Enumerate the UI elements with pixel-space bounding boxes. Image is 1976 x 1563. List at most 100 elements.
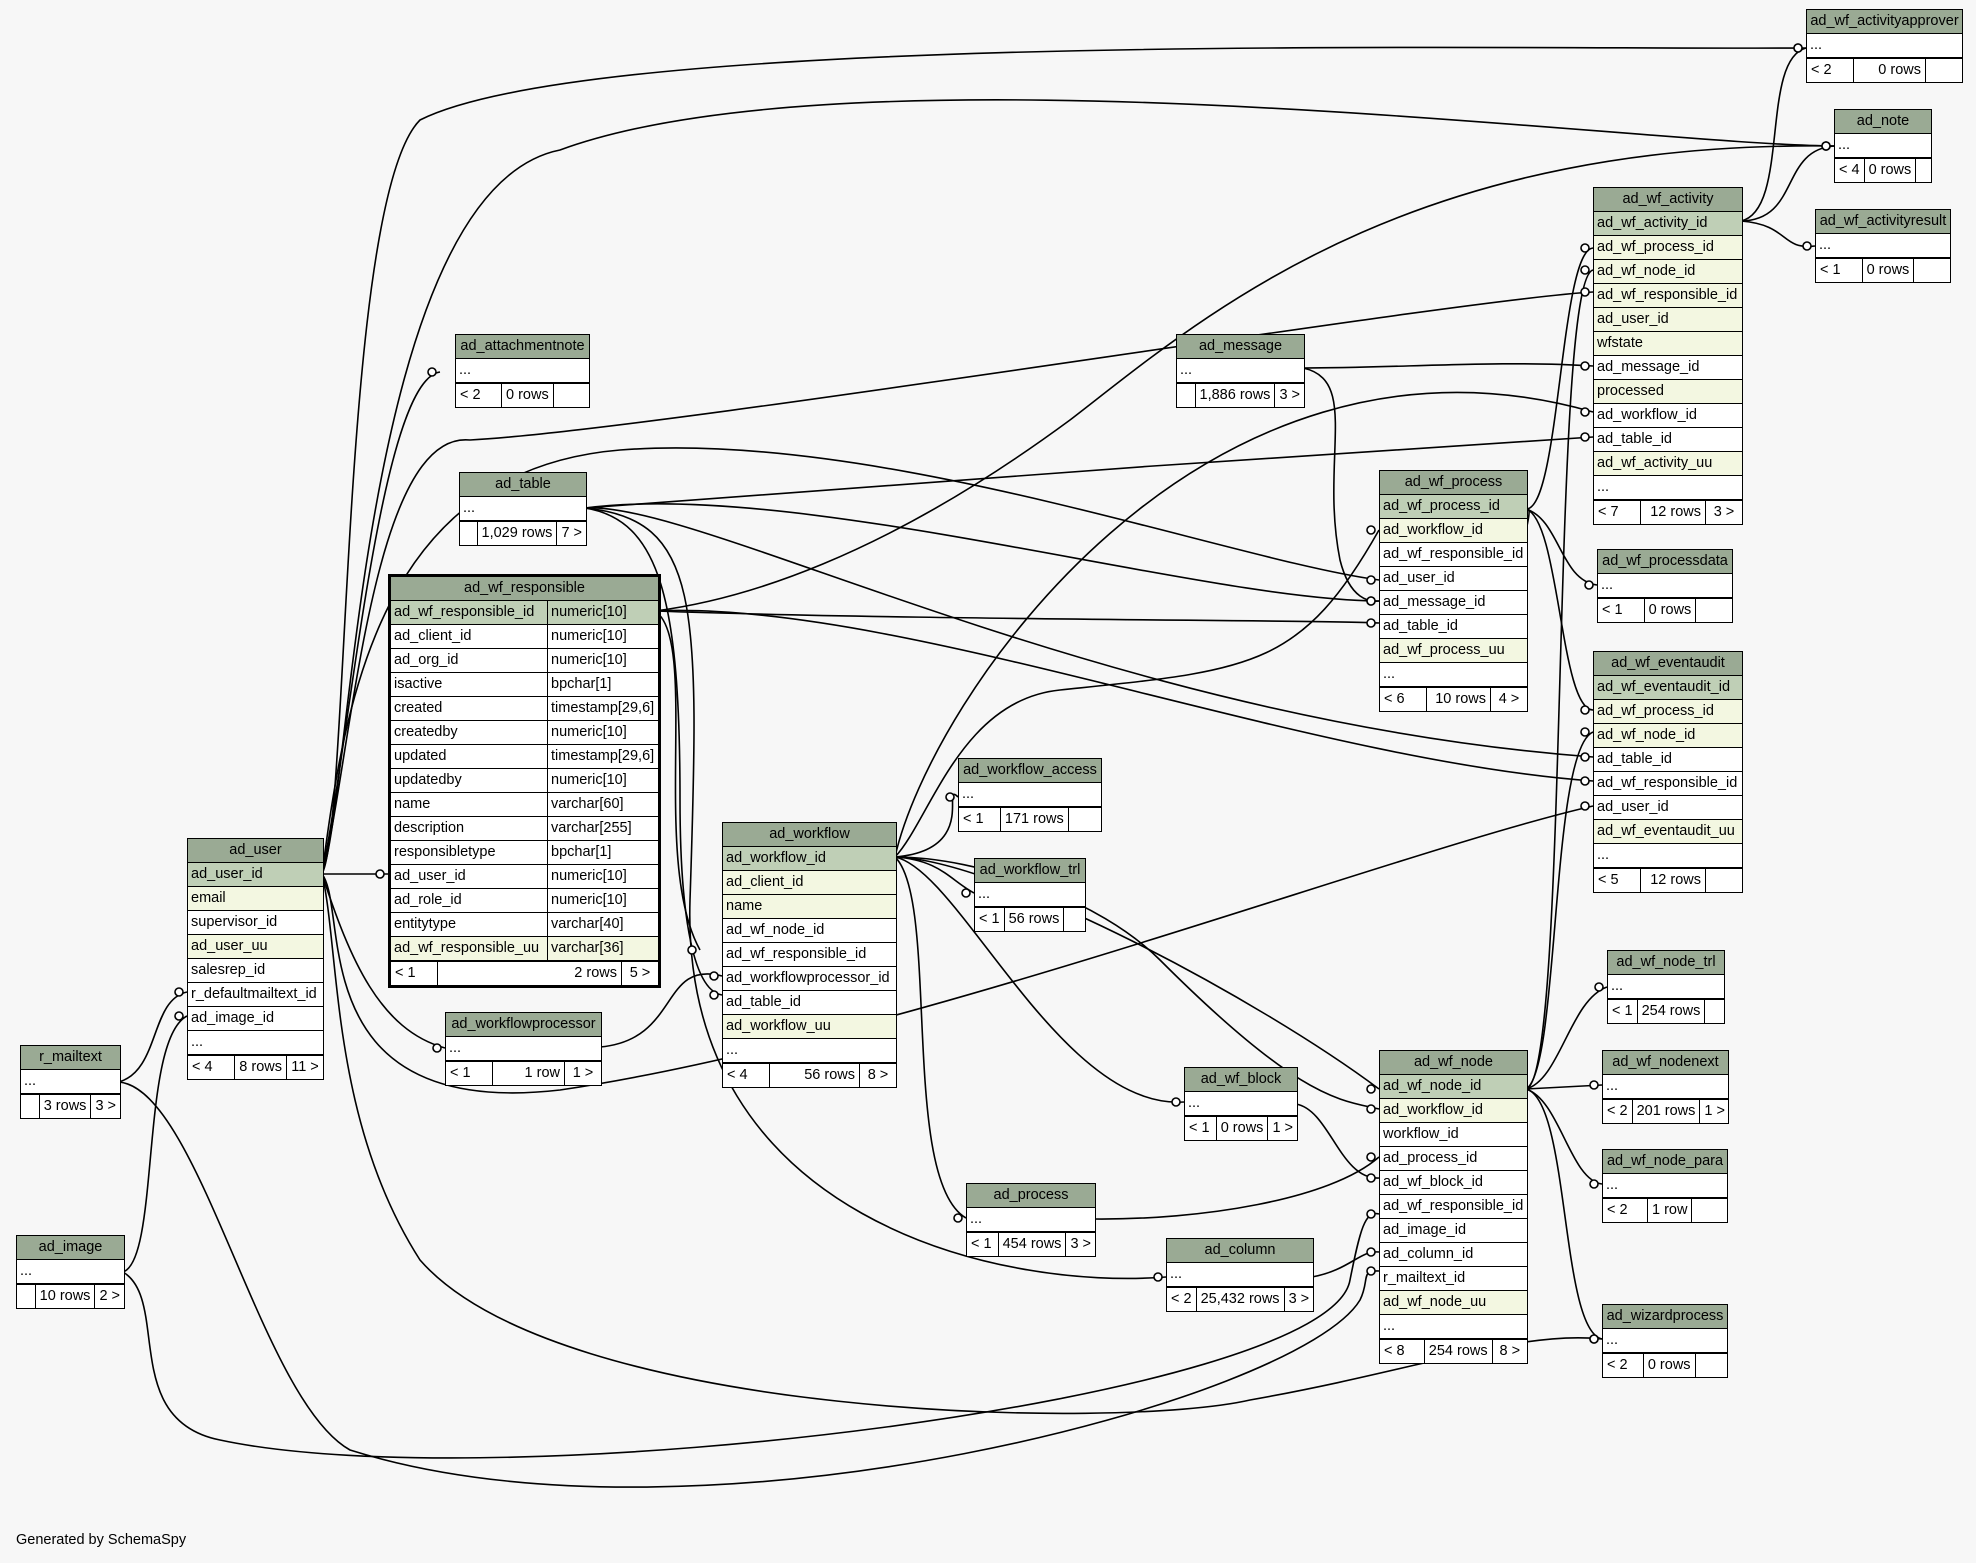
table-title[interactable]: ad_workflowprocessor xyxy=(446,1013,601,1037)
table-title[interactable]: ad_wf_processdata xyxy=(1598,550,1732,574)
children-count[interactable] xyxy=(1067,808,1101,831)
column-row[interactable]: ... xyxy=(1594,476,1742,500)
column-row[interactable]: ad_wf_process_uu xyxy=(1380,639,1527,663)
column-row[interactable]: ad_user_id xyxy=(1594,796,1742,820)
table-title[interactable]: ad_wf_node xyxy=(1380,1051,1527,1075)
parents-count[interactable]: < 1 xyxy=(395,965,416,981)
parents-count[interactable]: < 1 xyxy=(1189,1120,1210,1136)
column-row[interactable]: ad_user_id xyxy=(1594,308,1742,332)
parents-count[interactable]: < 4 xyxy=(727,1067,748,1083)
parents-count[interactable]: < 1 xyxy=(450,1065,471,1081)
column-row[interactable]: ad_user_id xyxy=(188,863,323,887)
column-row[interactable]: workflow_id xyxy=(1380,1123,1527,1147)
column-row[interactable]: ad_wf_node_id xyxy=(1594,724,1742,748)
column-row[interactable]: ... xyxy=(1835,134,1931,158)
table-title[interactable]: ad_wf_activityapprover xyxy=(1807,10,1962,34)
column-row[interactable]: ad_wf_block_id xyxy=(1380,1171,1527,1195)
column-row[interactable]: ad_workflow_id xyxy=(723,847,896,871)
children-count[interactable] xyxy=(1705,869,1742,892)
table-title[interactable]: ad_wf_block xyxy=(1185,1068,1297,1092)
children-count[interactable] xyxy=(1913,259,1950,282)
table-title[interactable]: ad_workflow xyxy=(723,823,896,847)
column-row[interactable]: ad_table_id xyxy=(1594,428,1742,452)
column-row[interactable]: ad_user_id xyxy=(1380,567,1527,591)
children-count[interactable] xyxy=(1704,1000,1724,1023)
column-row[interactable]: ... xyxy=(1594,844,1742,868)
column-row[interactable]: ... xyxy=(1177,359,1304,383)
column-row[interactable]: ad_wf_eventaudit_id xyxy=(1594,676,1742,700)
column-row[interactable]: ad_wf_activity_id xyxy=(1594,212,1742,236)
parents-count[interactable]: < 1 xyxy=(1602,602,1623,618)
table-title[interactable]: ad_wf_eventaudit xyxy=(1594,652,1742,676)
column-row[interactable]: ad_message_id xyxy=(1594,356,1742,380)
parents-count[interactable]: < 5 xyxy=(1598,872,1619,888)
table-title[interactable]: ad_wf_node_para xyxy=(1603,1150,1727,1174)
column-row[interactable]: ad_image_id xyxy=(188,1007,323,1031)
column-row[interactable]: ad_wf_responsible_id xyxy=(1594,772,1742,796)
children-count[interactable]: 3 > xyxy=(1274,384,1304,407)
parents-count[interactable]: < 1 xyxy=(1820,262,1841,278)
parents-count[interactable]: < 8 xyxy=(1384,1343,1405,1359)
parents-count[interactable] xyxy=(21,1095,39,1118)
column-row[interactable]: ... xyxy=(188,1031,323,1055)
column-row[interactable]: ad_workflow_id xyxy=(1380,1099,1527,1123)
parents-count[interactable]: < 6 xyxy=(1384,691,1405,707)
column-row[interactable]: ... xyxy=(1380,663,1527,687)
column-row[interactable]: ad_wf_process_id xyxy=(1594,700,1742,724)
table-title[interactable]: ad_column xyxy=(1167,1239,1313,1263)
table-title[interactable]: ad_process xyxy=(967,1184,1095,1208)
column-row[interactable]: ad_workflowprocessor_id xyxy=(723,967,896,991)
children-count[interactable] xyxy=(1691,1199,1727,1222)
column-row[interactable]: ... xyxy=(1603,1075,1728,1099)
column-row[interactable]: processed xyxy=(1594,380,1742,404)
column-row[interactable]: ad_wf_node_id xyxy=(1594,260,1742,284)
parents-count[interactable]: < 4 xyxy=(192,1059,213,1075)
table-title[interactable]: r_mailtext xyxy=(21,1046,120,1070)
column-row[interactable]: ad_workflow_uu xyxy=(723,1015,896,1039)
column-row[interactable]: ad_wf_eventaudit_uu xyxy=(1594,820,1742,844)
children-count[interactable]: 1 > xyxy=(1267,1117,1297,1140)
column-row[interactable]: ad_wf_responsible_id xyxy=(723,943,896,967)
table-title[interactable]: ad_wf_nodenext xyxy=(1603,1051,1728,1075)
table-title[interactable]: ad_user xyxy=(188,839,323,863)
children-count[interactable]: 2 > xyxy=(94,1285,124,1308)
column-row[interactable]: ... xyxy=(1380,1315,1527,1339)
column-row[interactable]: ad_message_id xyxy=(1380,591,1527,615)
parents-count[interactable]: < 1 xyxy=(1612,1003,1633,1019)
column-row[interactable]: ad_wf_node_id xyxy=(723,919,896,943)
children-count[interactable]: 8 > xyxy=(859,1064,896,1087)
column-row[interactable]: ad_workflow_id xyxy=(1594,404,1742,428)
parents-count[interactable]: < 1 xyxy=(963,811,984,827)
column-row[interactable]: ... xyxy=(1603,1329,1727,1353)
parents-count[interactable]: < 2 xyxy=(1607,1357,1628,1373)
parents-count[interactable]: < 7 xyxy=(1598,504,1619,520)
children-count[interactable] xyxy=(1063,908,1085,931)
children-count[interactable]: 5 > xyxy=(621,962,658,985)
